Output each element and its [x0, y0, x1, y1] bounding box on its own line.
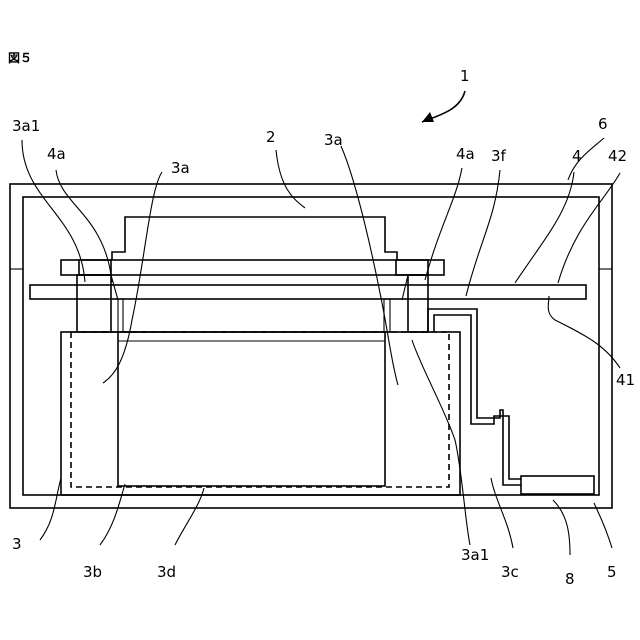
label-4a-right: 4a: [456, 145, 475, 163]
arrow-1-head: [422, 112, 434, 122]
label-3a1-left: 3a1: [12, 117, 40, 135]
label-3a1-right: 3a1: [461, 546, 489, 564]
component-2: [112, 217, 397, 260]
label-3a-left: 3a: [171, 159, 190, 177]
component-8: [521, 476, 594, 494]
casing-outer: [10, 184, 612, 508]
label-4: 4: [572, 147, 582, 165]
bolt-shaft-left: [77, 275, 111, 332]
label-41: 41: [616, 371, 635, 389]
label-3: 3: [12, 535, 22, 553]
casing-inner: [23, 197, 599, 495]
figure-label: 図５: [8, 51, 32, 65]
label-3b: 3b: [83, 563, 102, 581]
housing-3: [61, 332, 460, 495]
bolt-edge-right: [402, 275, 408, 300]
label-3a-top: 3a: [324, 131, 343, 149]
bolt-head-right: [396, 260, 428, 275]
label-8: 8: [565, 570, 575, 588]
label-1: 1: [460, 67, 470, 85]
post-left: [118, 299, 123, 332]
label-4a-left: 4a: [47, 145, 66, 163]
label-3f: 3f: [491, 147, 507, 165]
label-5: 5: [607, 563, 617, 581]
label-6: 6: [598, 115, 608, 133]
lead-wire-outer: [428, 309, 521, 485]
leader-lines: [22, 138, 620, 555]
label-2: 2: [266, 128, 276, 146]
cell-body: [118, 332, 385, 486]
upper-plate: [61, 260, 444, 275]
plate-4: [30, 285, 586, 299]
label-42: 42: [608, 147, 627, 165]
label-3c: 3c: [501, 563, 519, 581]
label-3d: 3d: [157, 563, 176, 581]
bolt-shaft-right: [408, 275, 428, 332]
inner-dashed-3d: [71, 332, 449, 487]
